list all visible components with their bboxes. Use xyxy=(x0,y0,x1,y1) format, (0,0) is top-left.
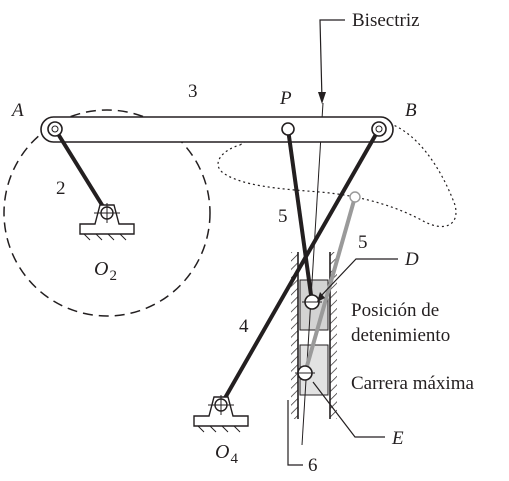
leader-d-arrowhead xyxy=(317,292,325,302)
label-link-5-upper: 5 xyxy=(278,206,288,227)
pin-p xyxy=(281,122,295,136)
label-posicion-line1: Posición de xyxy=(351,300,439,321)
slide-guide-right-wall xyxy=(330,252,337,419)
bisector-ray xyxy=(301,102,324,446)
label-o4-sub: 4 xyxy=(230,451,238,467)
pin-d xyxy=(302,294,322,310)
label-link-4: 4 xyxy=(239,316,249,337)
label-o4: O4 xyxy=(215,441,238,467)
label-link-3: 3 xyxy=(188,81,198,102)
coupler-curve xyxy=(217,118,457,227)
link-5-dwell xyxy=(286,128,314,303)
label-b: B xyxy=(405,100,417,121)
leader-d xyxy=(319,258,398,298)
pin-a xyxy=(47,121,63,137)
link-5-alternate xyxy=(303,196,357,374)
label-carrera: Carrera máxima xyxy=(351,373,474,394)
label-e: E xyxy=(391,428,404,449)
link-2-crank xyxy=(53,127,109,215)
label-posicion-line2: detenimiento xyxy=(351,325,450,346)
label-d: D xyxy=(404,249,419,270)
link-5-alternate-pin xyxy=(349,191,361,203)
ground-pivot-o2 xyxy=(79,203,135,241)
leader-e xyxy=(312,381,385,438)
label-link-5-lower: 5 xyxy=(358,232,368,253)
crank-path-circle xyxy=(3,109,211,317)
pin-e xyxy=(295,365,315,381)
link-3-coupler xyxy=(40,116,394,143)
label-o4-main: O xyxy=(215,441,229,463)
label-link-6: 6 xyxy=(308,455,318,476)
label-o2: O2 xyxy=(94,258,117,284)
pin-b xyxy=(371,121,387,137)
bisector-arrowhead xyxy=(318,92,326,104)
label-bisectriz: Bisectriz xyxy=(352,10,420,31)
label-o2-main: O xyxy=(94,258,108,280)
label-o2-sub: 2 xyxy=(109,268,117,284)
label-a: A xyxy=(10,100,24,121)
link-4-rocker xyxy=(219,128,381,406)
slide-guide-left-wall xyxy=(291,252,298,419)
bisector-line xyxy=(319,19,345,101)
label-p: P xyxy=(279,88,292,109)
label-link-2: 2 xyxy=(56,178,66,199)
ground-pivot-o4 xyxy=(193,395,249,433)
leader-6 xyxy=(287,400,303,466)
